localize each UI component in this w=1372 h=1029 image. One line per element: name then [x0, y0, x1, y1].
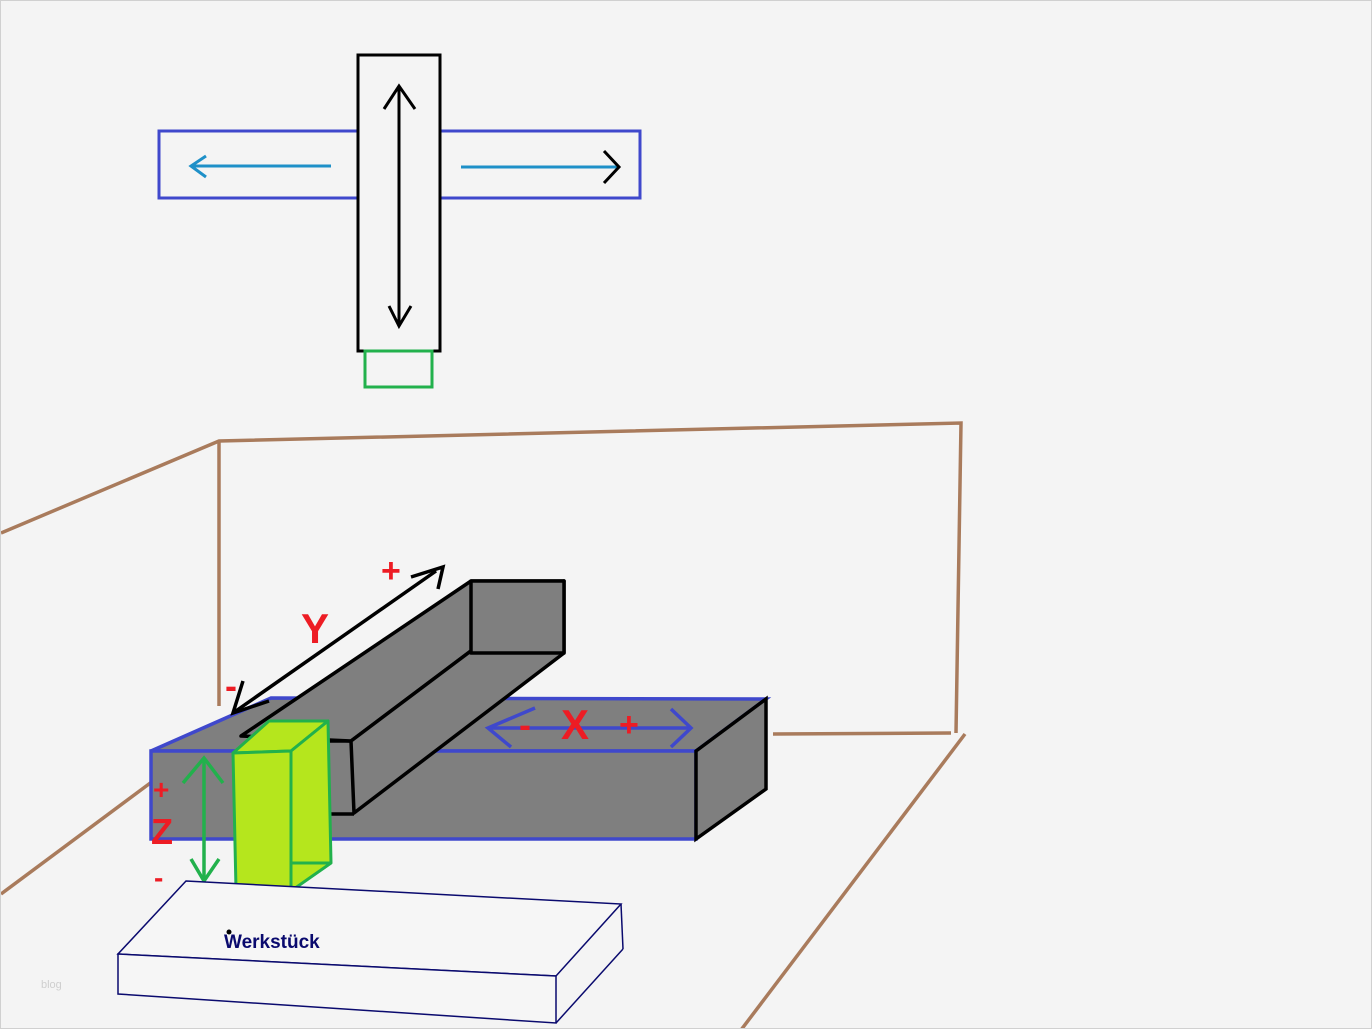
x-double-arrow-icon — [484, 706, 694, 749]
top-view — [157, 53, 642, 389]
z-double-arrow-icon — [181, 755, 225, 885]
top-left-arrow-icon — [188, 154, 331, 179]
watermark: blog — [41, 979, 62, 991]
top-tool-head — [363, 349, 434, 389]
y-minus-label: - — [225, 665, 237, 706]
x-plus-label: + — [619, 706, 639, 744]
z-minus-label: - — [154, 862, 163, 893]
z-axis-tool — [231, 719, 333, 893]
z-axis-label: Z — [151, 811, 173, 852]
workpiece-label: Werkstück — [224, 932, 320, 953]
y-axis-label: Y — [301, 605, 329, 652]
y-plus-label: + — [381, 552, 401, 590]
machine-frame — [1, 421, 967, 1028]
x-minus-label: - — [519, 704, 531, 745]
top-vertical-double-arrow-icon — [382, 83, 417, 330]
workpiece — [116, 880, 624, 1024]
top-right-arrow-icon — [461, 149, 622, 185]
y-double-arrow-icon — [230, 564, 446, 716]
z-plus-label: + — [153, 774, 169, 805]
x-axis-label: X — [561, 701, 589, 748]
